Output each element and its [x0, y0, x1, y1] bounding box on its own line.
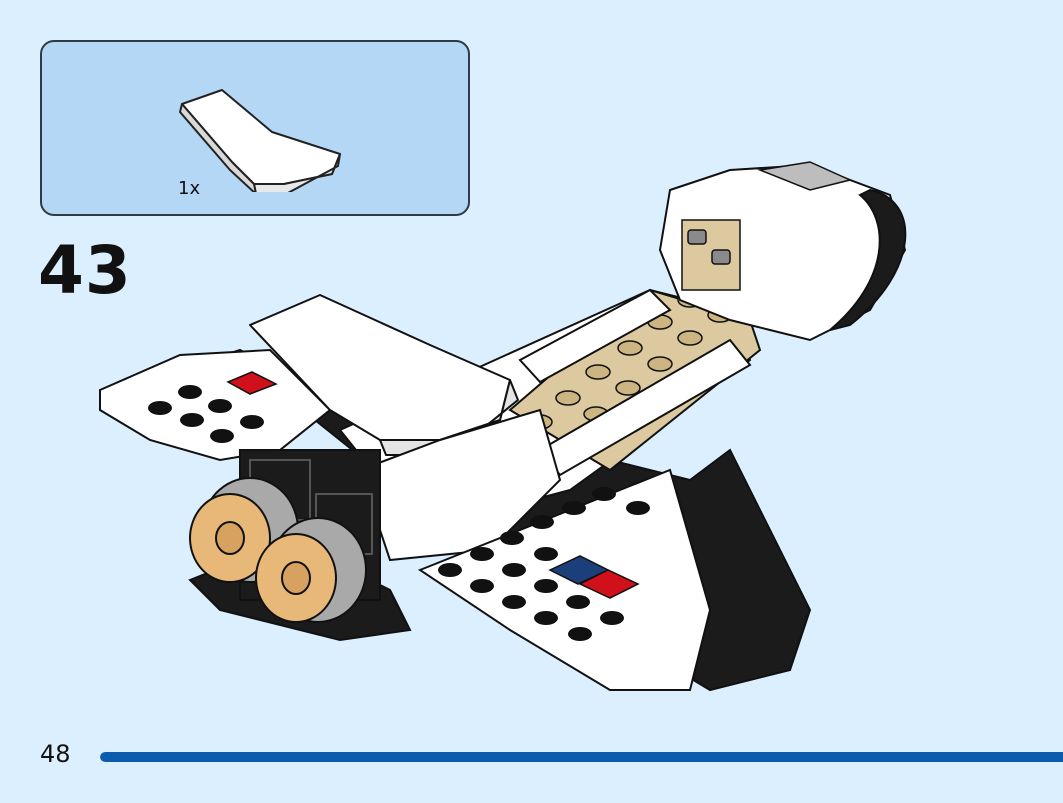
- page-number: 48: [40, 740, 71, 768]
- space-shuttle-model-icon: [99, 161, 907, 692]
- wing-plate-icon: [179, 89, 341, 192]
- cockpit-clips: [687, 229, 731, 265]
- part-quantity: 1x: [178, 178, 201, 199]
- progress-bar: [100, 752, 1063, 762]
- left-wing-studs: [148, 385, 264, 443]
- progress-bar-fill: [100, 752, 1063, 762]
- engine-nozzle-left: [189, 477, 299, 583]
- step-number: 43: [38, 232, 132, 309]
- engine-nozzle-right: [255, 517, 367, 623]
- parts-callout-box: 1x: [40, 40, 470, 216]
